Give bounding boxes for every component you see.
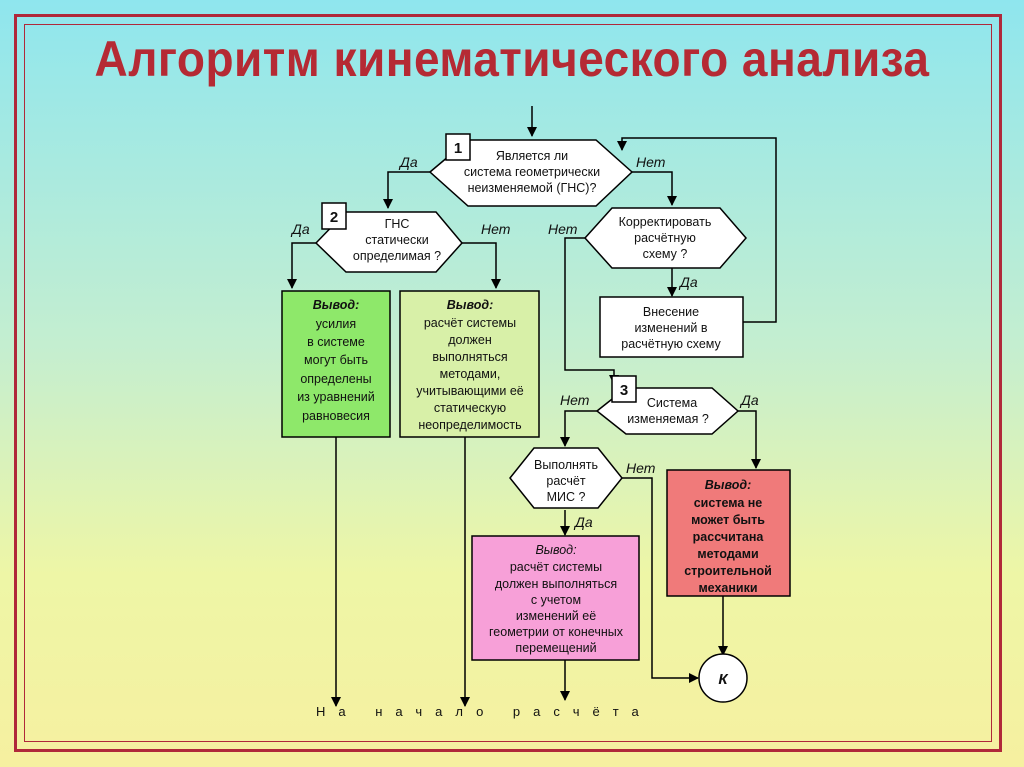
decision-text-line: Выполнять [534,458,598,472]
outer-frame [14,14,1002,752]
decision-text-line: расчётную [634,231,696,245]
decision-3: 3 Система изменяемая ? [595,375,740,435]
decision-1: 1 Является ли система геометрически неиз… [428,133,634,207]
box-conclusion-yellow: Вывод: расчёт системы должен выполняться… [399,290,540,438]
decision-text-line: изменяемая ? [627,412,709,426]
box-conclusion-red: Вывод: система не может быть рассчитана … [666,469,791,597]
decision-correct-scheme: Корректировать расчётную схему ? [583,207,747,269]
box-text-line: равновесия [302,409,370,423]
page-title: Алгоритм кинематического анализа [94,31,930,87]
conclusion-heading: Вывод: [447,298,493,312]
label-no: Нет [560,392,590,408]
decision-text-line: определимая ? [353,249,441,263]
conclusion-heading: Вывод: [313,298,359,312]
label-no: Нет [626,460,656,476]
decision-text-line: Система [647,396,697,410]
decision-text-line: схему ? [643,247,688,261]
box-text-line: выполняться [432,350,507,364]
box-text-line: из уравнений [297,390,375,404]
footer-return-label: На начало расчёта [316,704,652,719]
decision-text-line: ГНС [385,217,410,231]
box-text-line: изменений в [634,321,707,335]
box-text-line: геометрии от конечных [489,625,624,639]
step-number: 1 [454,140,462,157]
decision-2: 2 ГНС статически определимая ? [314,202,463,273]
label-no: Нет [636,154,666,170]
box-conclusion-green: Вывод: усилия в системе могут быть опред… [281,290,391,438]
decision-text-line: неизменяемой (ГНС)? [468,181,597,195]
label-yes: Да [739,392,759,408]
step-number-box [611,375,637,403]
box-text-line: изменений её [516,609,596,623]
box-text-line: перемещений [515,641,596,655]
box-changes: Внесение изменений в расчётную схему [599,296,744,358]
decision-text-line: статически [365,233,428,247]
label-yes: Да [678,274,698,290]
decision-text-line: расчёт [546,474,585,488]
box-text-line: статическую [434,401,506,415]
box-text-line: расчётную схему [621,337,721,351]
box-text-line: с учетом [531,593,581,607]
box-text-line: неопределимость [418,418,521,432]
step-number-box [321,202,347,230]
box-text-line: определены [300,372,371,386]
box-text-line: расчёт системы [510,560,602,574]
connectors [287,106,777,707]
label-no: Нет [548,221,578,237]
box-text-line: могут быть [304,353,368,367]
step-number-box [445,133,471,161]
decision-text-line: Корректировать [619,215,712,229]
label-yes: Да [573,514,593,530]
box-text-line: в системе [307,335,365,349]
box-text-line: учитывающими её [416,384,524,398]
box-text-line: система не [694,496,763,510]
step-number: 2 [330,209,338,226]
decision-mis: Выполнять расчёт МИС ? [509,447,623,509]
branch-labels: Да Нет Да Нет Нет Да Нет Да Нет Да [290,154,759,530]
end-node: К [698,653,748,703]
label-yes: Да [398,154,418,170]
decision-text-line: Является ли [496,149,568,163]
label-yes: Да [290,221,310,237]
box-text-line: усилия [316,317,356,331]
box-text-line: механики [698,581,757,595]
end-node-label: К [718,671,729,688]
decision-text-line: МИС ? [547,490,586,504]
decision-text-line: система геометрически [464,165,600,179]
step-number: 3 [620,382,628,399]
box-text-line: методами [697,547,758,561]
box-conclusion-pink: Вывод: расчёт системы должен выполняться… [471,535,640,661]
inner-frame [24,24,992,742]
conclusion-heading: Вывод: [705,478,751,492]
box-text-line: может быть [691,513,765,527]
box-text-line: Внесение [643,305,699,319]
box-text-line: расчёт системы [424,316,516,330]
label-no: Нет [481,221,511,237]
box-text-line: должен [448,333,492,347]
box-text-line: должен выполняться [495,577,617,591]
box-text-line: строительной [684,564,772,578]
conclusion-heading: Вывод: [535,543,576,557]
box-text-line: рассчитана [693,530,765,544]
box-text-line: методами, [440,367,501,381]
